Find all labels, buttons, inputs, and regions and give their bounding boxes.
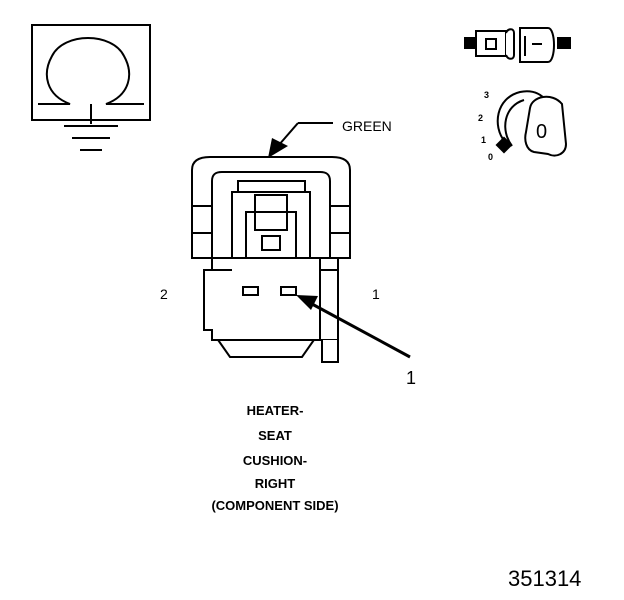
pin-label-right: 1 xyxy=(372,286,380,302)
ground-symbol xyxy=(31,24,151,151)
pin-label-left: 2 xyxy=(160,286,168,302)
wire-color-label: GREEN xyxy=(342,118,392,134)
callout-label: 1 xyxy=(406,368,416,388)
key-position-2: 2 xyxy=(478,113,483,123)
key-letter: 0 xyxy=(536,121,547,143)
callout-arrowhead xyxy=(296,295,318,310)
ignition-key-icon xyxy=(495,90,568,157)
key-position-3: 3 xyxy=(484,90,489,100)
connector-mating-icon xyxy=(464,27,571,63)
key-position-0: 0 xyxy=(488,152,493,162)
caption-line-1: HEATER- xyxy=(246,403,304,418)
figure-number: 351314 xyxy=(508,566,582,591)
callout-leader xyxy=(311,302,411,359)
cavity-pin-2 xyxy=(242,286,259,296)
key-position-1: 1 xyxy=(481,135,486,145)
wire-color-arrowhead xyxy=(268,138,288,158)
caption-line-3: CUSHION- xyxy=(242,453,308,468)
caption-line-5: (COMPONENT SIDE) xyxy=(211,498,339,513)
connector-body xyxy=(191,156,351,363)
caption-line-2: SEAT xyxy=(258,428,292,443)
cavity-pin-1 xyxy=(280,286,297,296)
caption-line-4: RIGHT xyxy=(254,476,296,491)
connector-cavities xyxy=(242,286,297,296)
wire-color-leader xyxy=(277,122,333,147)
